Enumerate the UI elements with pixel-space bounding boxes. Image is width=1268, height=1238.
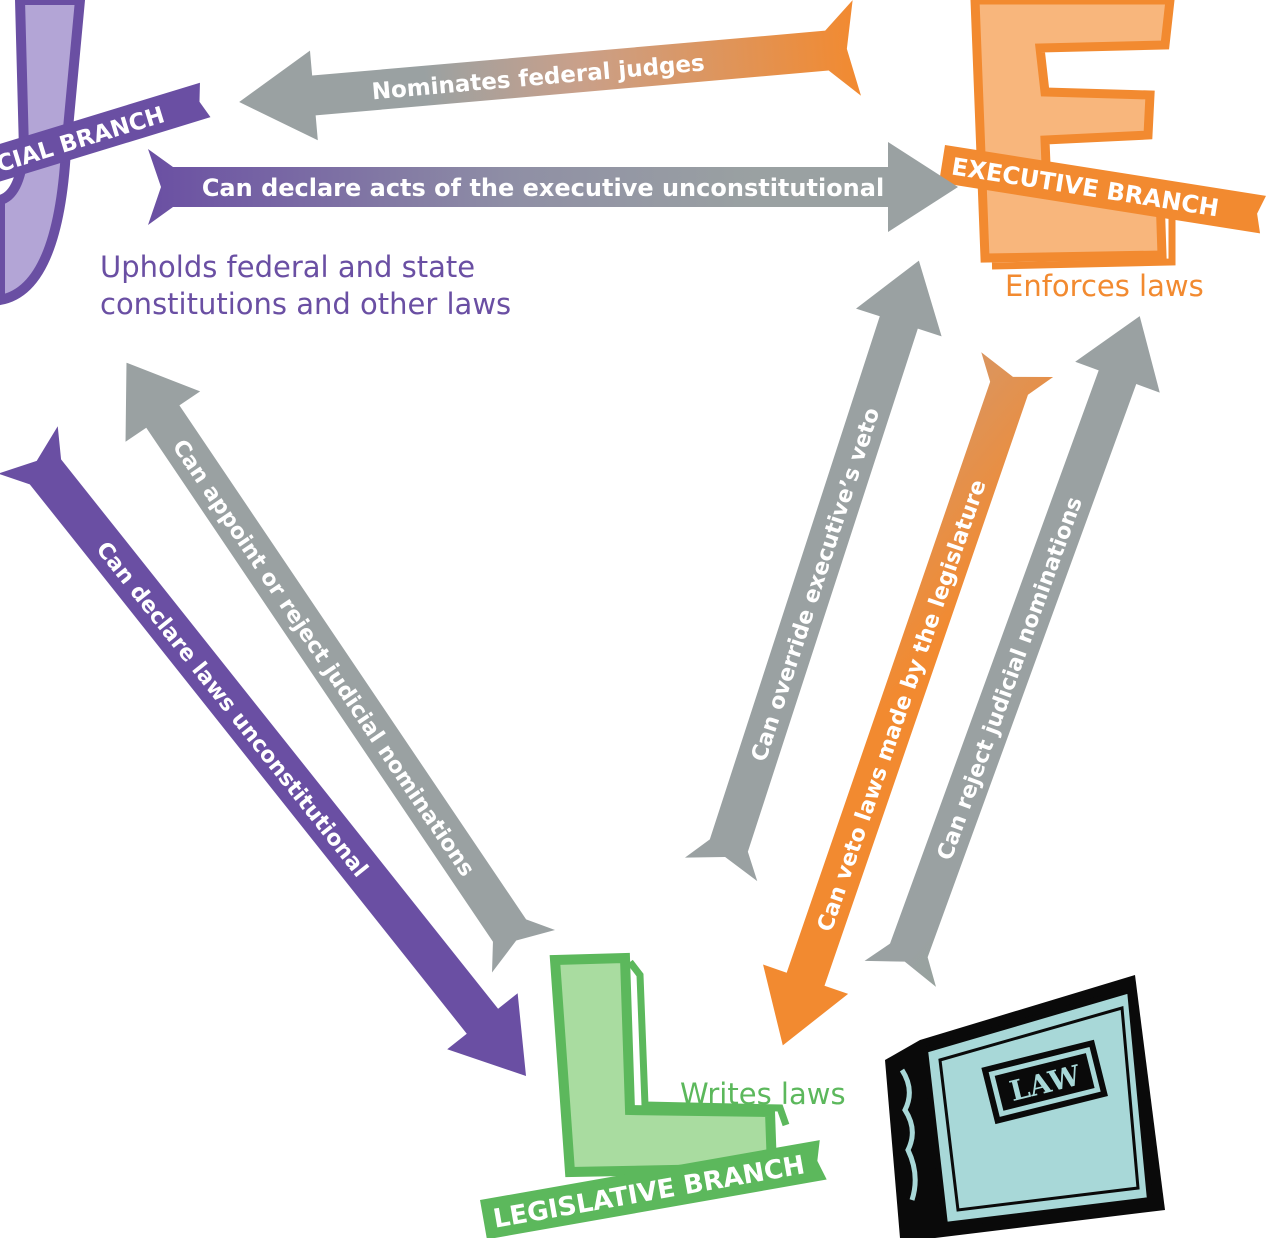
arrow-override-veto: Can override executive’s veto	[684, 260, 942, 882]
law-book-icon: LAW	[885, 975, 1165, 1238]
arrow-appoint-reject-nominations: Can appoint or reject judicial nominatio…	[125, 362, 556, 973]
law-label: LAW	[981, 1039, 1108, 1125]
executive-branch: EXECUTIVE BRANCH Enforces laws	[939, 0, 1266, 303]
svg-text:Can declare laws unconstitutio: Can declare laws unconstitutional	[91, 537, 373, 882]
judicial-branch: CIAL BRANCH Upholds federal and state co…	[0, 0, 511, 321]
legislative-role: Writes laws	[680, 1077, 846, 1111]
arrow-nominates-judges: Nominates federal judges	[239, 0, 862, 141]
executive-letter-e	[970, 0, 1175, 263]
svg-text:Can override executive’s veto: Can override executive’s veto	[747, 405, 885, 765]
arrow-declare-laws-unconstitutional: Can declare laws unconstitutional	[0, 426, 527, 1077]
arrow-declare-acts-unconstitutional: Can declare acts of the executive uncons…	[148, 142, 958, 232]
legislative-letter-l	[549, 952, 778, 1178]
executive-role: Enforces laws	[1005, 269, 1204, 303]
svg-text:Can declare acts of the execut: Can declare acts of the executive uncons…	[202, 174, 884, 202]
judicial-role-line2: constitutions and other laws	[100, 287, 511, 321]
judicial-role-line1: Upholds federal and state	[100, 250, 475, 284]
